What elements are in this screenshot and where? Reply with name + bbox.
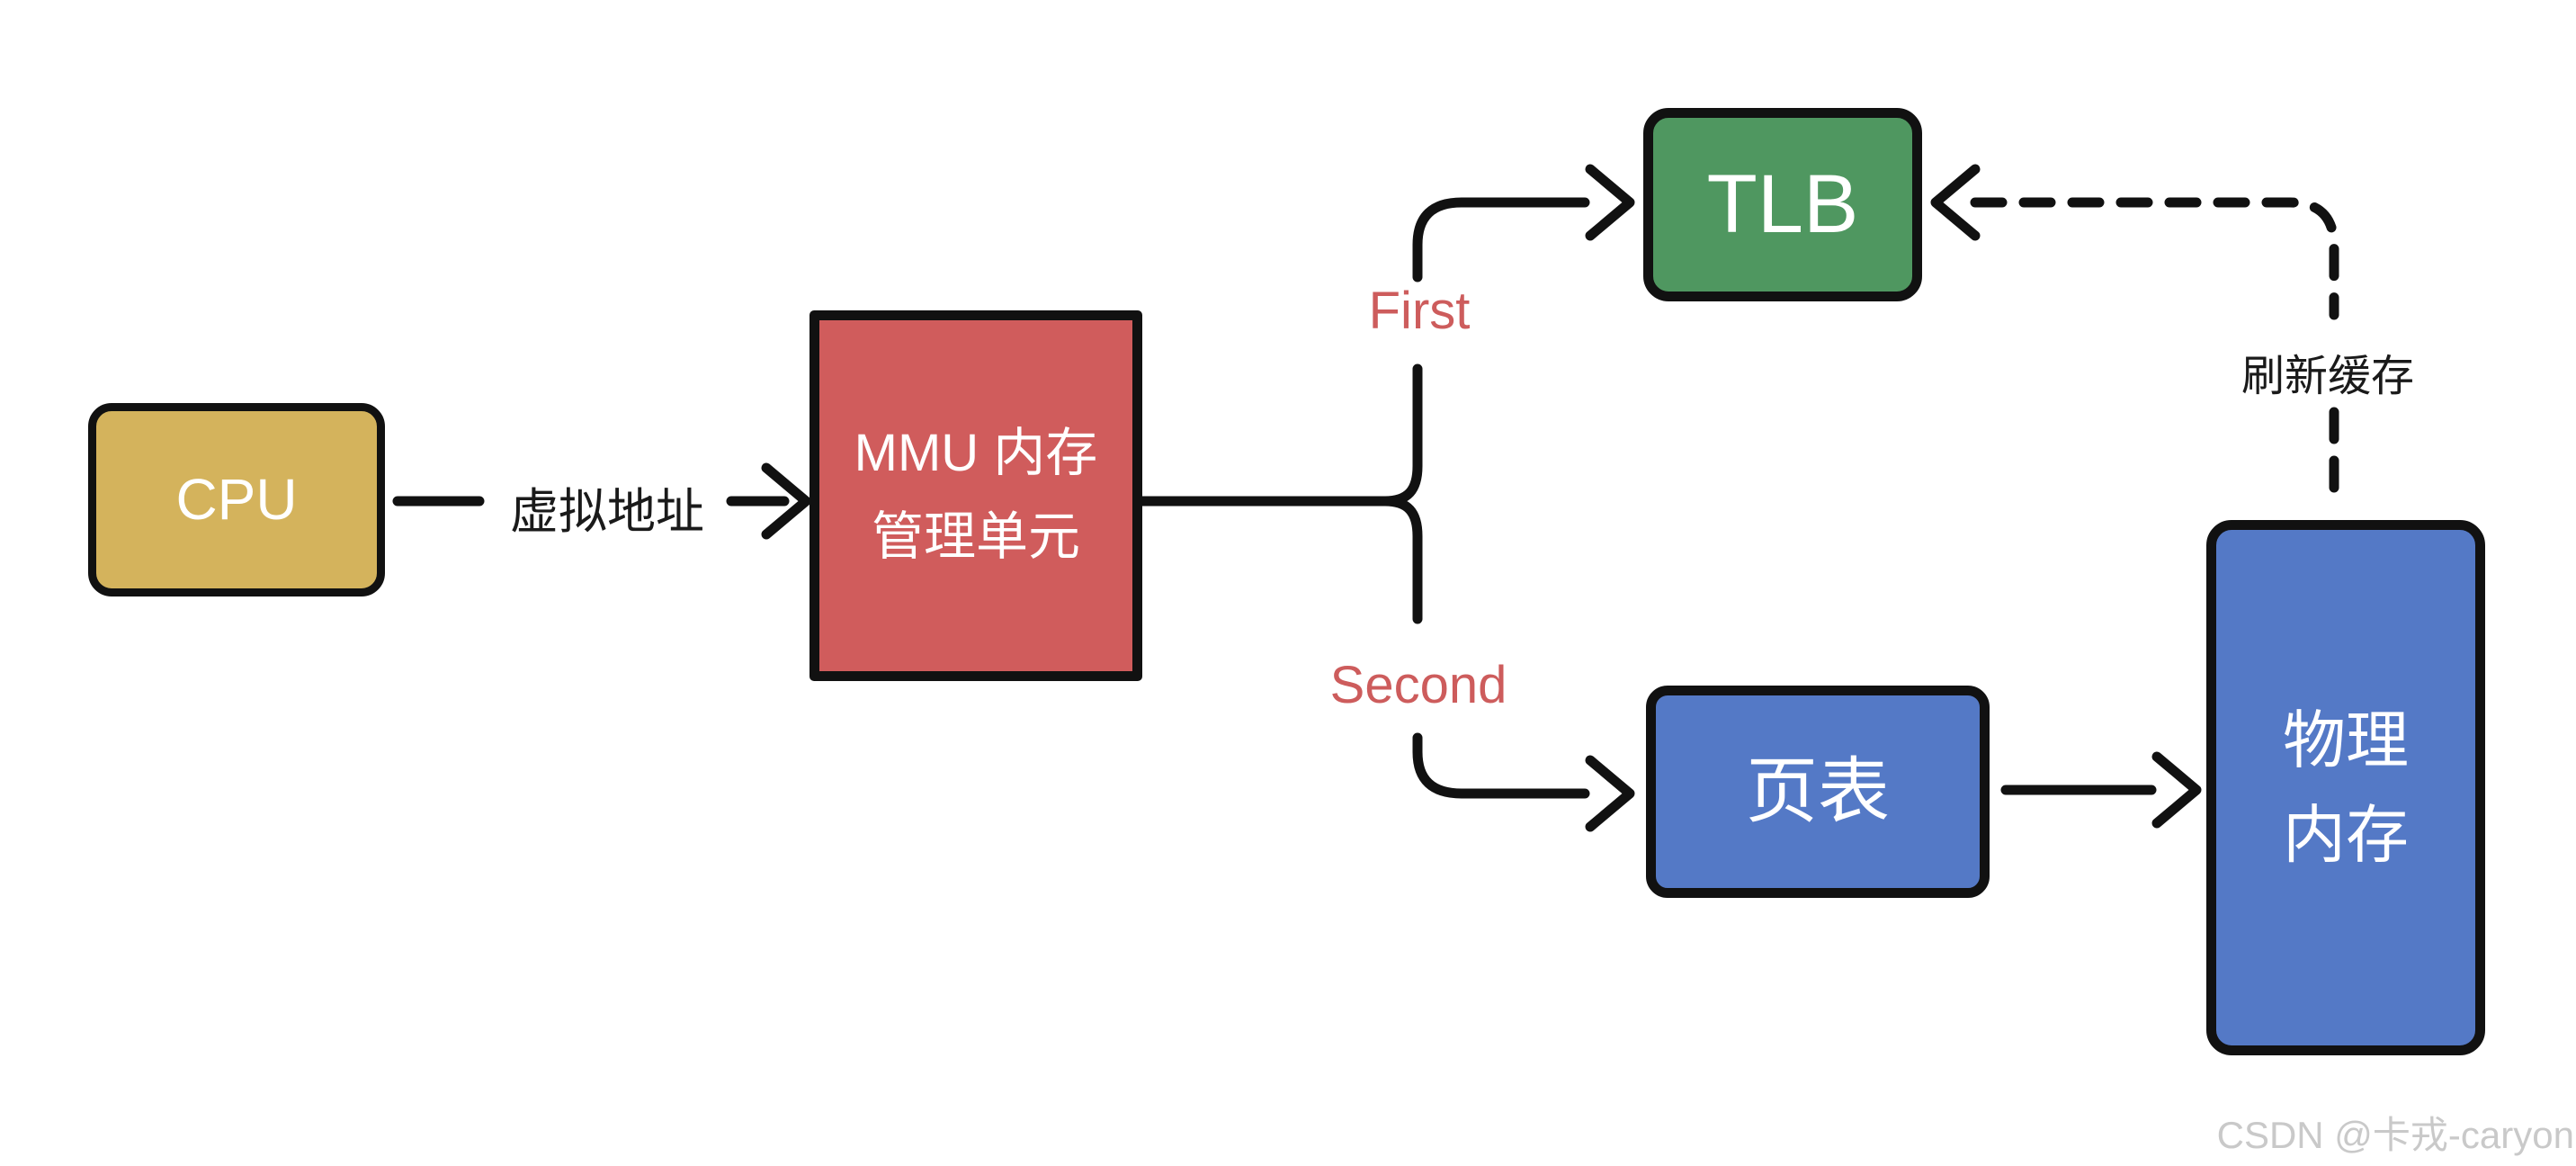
watermark-text: CSDN @卡戎-caryon (2216, 1114, 2574, 1156)
physical-memory-label-line1: 物理 (2283, 704, 2409, 776)
physical-memory-label-line2: 内存 (2283, 799, 2409, 870)
physical-memory-node: 物理 内存 (2206, 520, 2485, 1055)
mmu-label-line1: MMU 内存 (854, 424, 1098, 483)
refresh-cache-label: 刷新缓存 (2241, 353, 2414, 400)
mmu-label-line2: 管理单元 (871, 507, 1080, 566)
arrowhead-into-physical-memory-icon (2151, 751, 2202, 829)
edge-first-to-tlb-line (1412, 197, 1590, 283)
virtual-address-label: 虚拟地址 (510, 485, 704, 539)
edge-second-to-page-table-line (1412, 732, 1590, 799)
fork-lower-curve (1380, 496, 1423, 624)
second-branch-label: Second (1329, 656, 1507, 714)
tlb-node: TLB (1643, 108, 1922, 301)
arrowhead-into-tlb-icon (1585, 164, 1635, 241)
fork-upper-curve (1380, 363, 1423, 507)
cpu-label: CPU (175, 466, 298, 532)
mmu-node: MMU 内存 管理单元 (809, 310, 1142, 681)
arrowhead-into-page-table-icon (1585, 755, 1635, 832)
page-table-label: 页表 (1746, 751, 1890, 831)
arrowhead-into-mmu-icon (761, 462, 811, 540)
first-branch-label: First (1368, 282, 1471, 340)
cpu-node: CPU (88, 403, 385, 596)
tlb-label: TLB (1706, 157, 1859, 250)
dashed-arrowhead-into-tlb-icon (1930, 164, 1981, 241)
edge-refresh-cache-dashed-upper (1970, 197, 2339, 320)
page-table-node: 页表 (1646, 686, 1990, 898)
